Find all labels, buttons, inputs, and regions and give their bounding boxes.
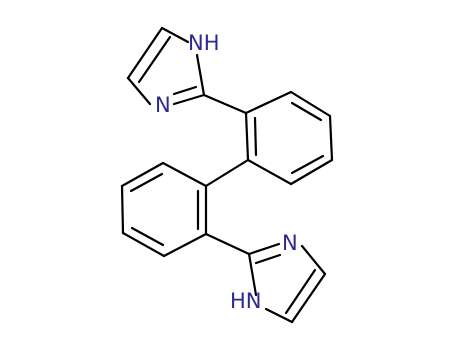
bond-double-inner [172,85,198,96]
imidazole-ring-bottom [247,242,327,324]
bond [289,90,332,118]
bond [120,161,165,188]
bond [244,90,293,115]
bond-double-inner [284,268,317,315]
bond [264,307,294,324]
bond [290,272,327,324]
bond [247,242,281,256]
bond [244,111,250,162]
bond [328,114,334,162]
bond [160,26,190,44]
bond-double-inner [130,226,165,247]
bond-double-inner [137,35,172,84]
bond-double-inner [290,154,325,175]
bond [161,161,208,188]
benzene-ring-upper [244,90,334,186]
bond-double-inner [254,253,282,265]
bond [126,26,164,80]
bond-double-inner [253,116,258,157]
bond [120,184,125,235]
bond [162,232,208,258]
bond [289,158,334,186]
bond [121,231,166,258]
atom-label-nh-top: NH [188,31,220,55]
bond [172,93,206,106]
atom-label-hn-bottom: HN [230,289,262,313]
bond [247,252,258,297]
bond-benzene-imidazole-bottom [204,232,251,256]
bond-double-inner [290,101,323,122]
bond-imidazole-benzene-top [202,93,248,115]
atom-label-n-top: N [155,93,171,117]
bond [300,244,327,276]
bond-biaryl [204,158,250,188]
bond [195,53,206,97]
atom-label-n-bottom: N [282,231,298,255]
bond [126,76,152,106]
bond-double-inner [129,172,164,193]
imidazole-ring-top [126,26,206,106]
bond [246,158,293,186]
benzene-ring-lower [120,161,208,258]
